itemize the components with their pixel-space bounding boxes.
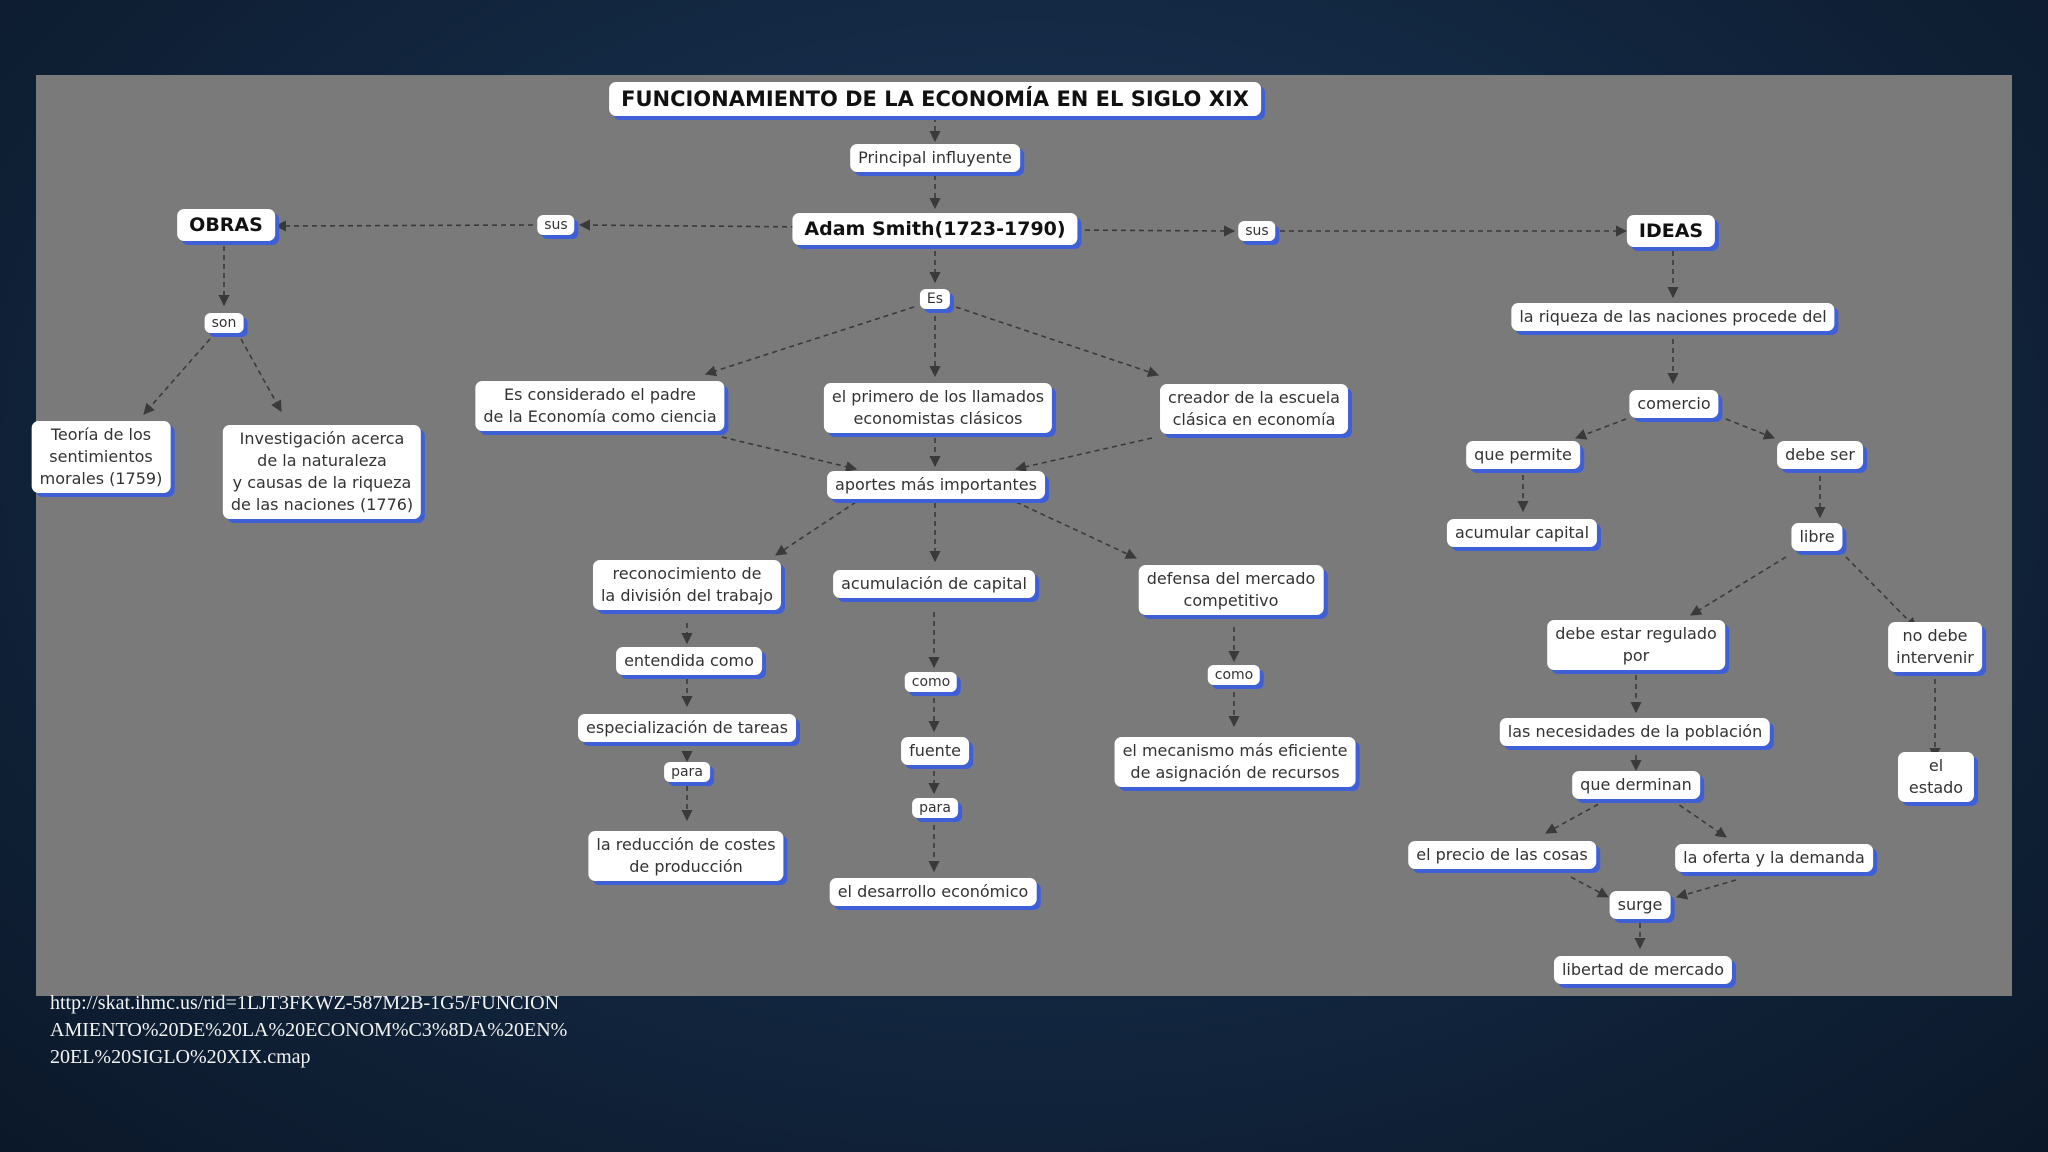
edge-arrow: [1725, 418, 1776, 440]
node-libre: libre: [1791, 523, 1843, 551]
edge-arrow: [1057, 225, 1236, 237]
edge-arrow: [1014, 437, 1153, 473]
node-principal-influyente: Principal influyente: [850, 144, 1020, 172]
edge-arrow: [955, 306, 1160, 378]
node-necesidades: las necesidades de la población: [1499, 718, 1771, 746]
node-precio: el precio de las cosas: [1408, 841, 1596, 869]
edge-arrow: [1545, 799, 1607, 834]
node-fuente: fuente: [901, 737, 969, 765]
concept-map-edges: [143, 117, 1941, 950]
node-que-permite: que permite: [1466, 441, 1580, 469]
edge-arrow: [775, 501, 857, 556]
node-como-mid: como: [904, 672, 958, 692]
edge-arrow: [274, 220, 534, 232]
node-reconocimiento: reconocimiento de la división del trabaj…: [592, 560, 782, 610]
node-para-left: para: [664, 762, 710, 782]
node-debe-estar-regulado: debe estar regulado por: [1547, 620, 1725, 670]
edge-arrow: [1570, 876, 1609, 898]
node-son: son: [204, 313, 244, 333]
edge-arrow: [143, 338, 211, 415]
node-para-mid: para: [912, 798, 958, 818]
node-primero: el primero de los llamados economistas c…: [823, 383, 1053, 433]
node-comercio: comercio: [1629, 390, 1719, 418]
node-el-estado: el estado: [1898, 752, 1974, 802]
edge-arrow: [1671, 799, 1727, 838]
node-ideas: IDEAS: [1626, 215, 1716, 247]
node-surge: surge: [1609, 891, 1671, 919]
node-desarrollo: el desarrollo económico: [829, 878, 1037, 906]
node-como-right: como: [1207, 665, 1261, 685]
node-sus-left: sus: [537, 215, 575, 235]
node-acumular-capital: acumular capital: [1446, 519, 1598, 547]
node-entendida-como: entendida como: [616, 647, 762, 675]
node-teoria: Teoría de los sentimientos morales (1759…: [31, 421, 171, 493]
node-obras: OBRAS: [177, 209, 275, 241]
node-investigacion: Investigación acerca de la naturaleza y …: [222, 425, 422, 519]
node-title: FUNCIONAMIENTO DE LA ECONOMÍA EN EL SIGL…: [609, 82, 1261, 116]
node-libertad: libertad de mercado: [1553, 956, 1733, 984]
node-mecanismo: el mecanismo más eficiente de asignación…: [1114, 737, 1356, 787]
node-es: Es: [919, 289, 951, 309]
edge-arrow: [1845, 556, 1917, 629]
node-adam-smith: Adam Smith(1723-1790): [792, 213, 1078, 245]
node-oferta: la oferta y la demanda: [1675, 844, 1873, 872]
edge-arrow: [1690, 556, 1787, 616]
node-defensa: defensa del mercado competitivo: [1138, 565, 1324, 615]
node-sus-right: sus: [1238, 221, 1276, 241]
node-debe-ser: debe ser: [1777, 441, 1863, 469]
node-padre: Es considerado el padre de la Economía c…: [475, 381, 725, 431]
source-url: http://skat.ihmc.us/rid=1LJT3FKWZ-587M2B…: [50, 992, 568, 1068]
node-no-debe-intervenir: no debe intervenir: [1888, 622, 1982, 672]
edge-arrow: [1015, 501, 1138, 559]
edge-arrow: [721, 436, 858, 473]
concept-map-panel: FUNCIONAMIENTO DE LA ECONOMÍA EN EL SIGL…: [31, 75, 2012, 996]
node-reduccion: la reducción de costes de producción: [588, 831, 784, 881]
node-especializacion: especialización de tareas: [578, 714, 796, 742]
edge-arrow: [240, 338, 282, 412]
node-que-derminan: que derminan: [1572, 771, 1700, 799]
edge-arrow: [1675, 879, 1737, 900]
node-riqueza-naciones: la riqueza de las naciones procede del: [1511, 303, 1835, 331]
node-creador: creador de la escuela clásica en economí…: [1160, 384, 1348, 434]
node-aportes: aportes más importantes: [827, 471, 1045, 499]
edge-arrow: [1574, 418, 1627, 440]
node-acumulacion: acumulación de capital: [833, 570, 1035, 598]
edge-arrow: [578, 219, 815, 231]
edge-arrow: [704, 306, 915, 377]
